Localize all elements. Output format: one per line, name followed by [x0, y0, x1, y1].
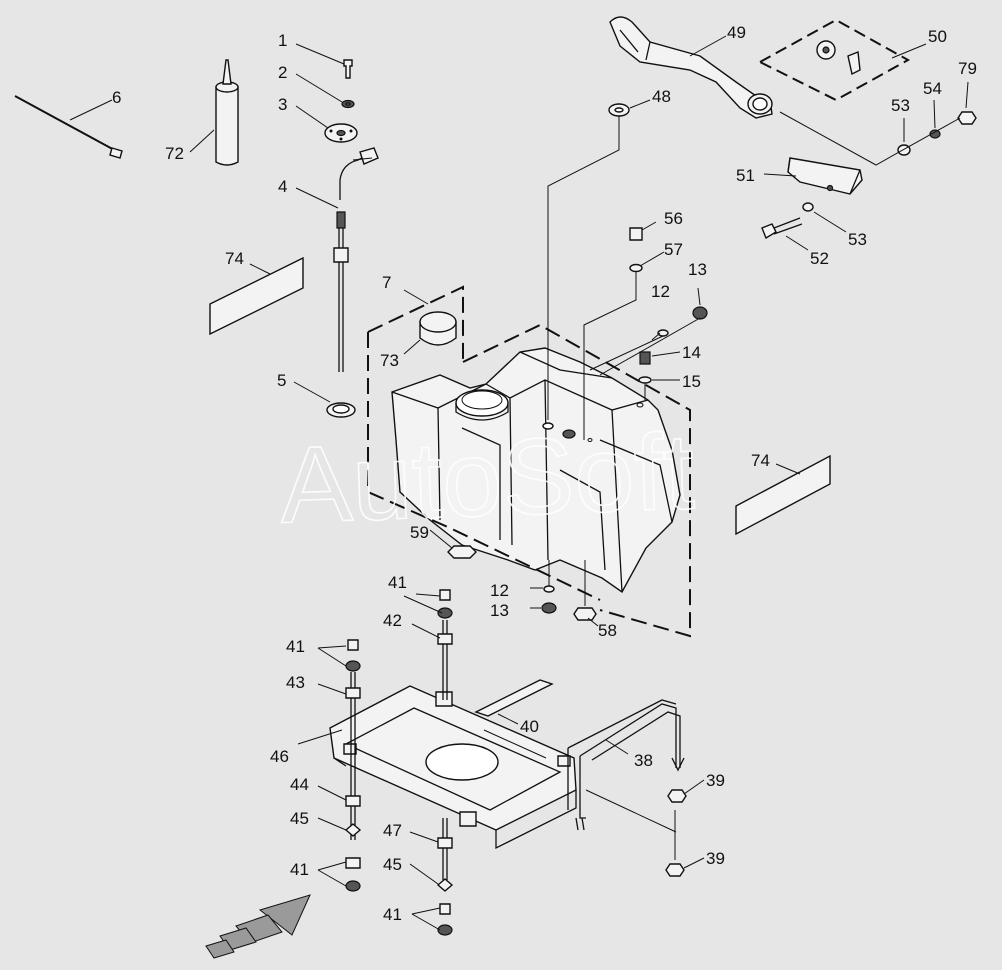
front-direction-arrow-icon	[205, 894, 311, 959]
sender-wire	[352, 157, 373, 161]
watermark-text: AutoSoft	[278, 410, 696, 545]
callout-44: 44	[290, 775, 309, 794]
mounting-tray	[329, 685, 577, 850]
callout-15: 15	[682, 372, 701, 391]
hose-bracket	[787, 157, 863, 195]
nut-79	[957, 111, 977, 125]
washer-57	[629, 263, 643, 273]
callout-58: 58	[598, 621, 617, 640]
callout-49: 49	[727, 23, 746, 42]
callout-labels: 1 2 3 4 5 6 7 12 12 13 13 14 15 38 39 39…	[112, 23, 977, 924]
callout-43: 43	[286, 673, 305, 692]
callout-41-center-bottom: 41	[383, 905, 402, 924]
callout-74-left: 74	[225, 249, 244, 268]
callout-14: 14	[682, 343, 701, 362]
callout-72: 72	[165, 144, 184, 163]
access-cover	[757, 18, 911, 102]
washer-12-lower	[543, 585, 555, 593]
callout-5: 5	[277, 371, 286, 390]
callout-74-right: 74	[751, 451, 770, 470]
callout-73: 73	[380, 351, 399, 370]
callout-3: 3	[278, 95, 287, 114]
callout-51: 51	[736, 166, 755, 185]
callout-59: 59	[410, 523, 429, 542]
lockwasher-54	[929, 129, 941, 139]
fuel-tank	[391, 347, 681, 594]
callout-41-center-top: 41	[388, 573, 407, 592]
callout-40: 40	[520, 717, 539, 736]
callout-13-lower: 13	[490, 601, 509, 620]
nut-59	[447, 545, 477, 559]
callout-41-left-bottom: 41	[290, 860, 309, 879]
callout-12-upper: 12	[651, 282, 670, 301]
callout-7: 7	[382, 273, 391, 292]
callout-46: 46	[270, 747, 289, 766]
nut-13-upper	[692, 306, 708, 320]
filler-hose	[609, 16, 773, 119]
tank-group-outline	[367, 285, 691, 638]
callout-13-upper: 13	[688, 260, 707, 279]
callout-50: 50	[928, 27, 947, 46]
washer-53-lower	[802, 202, 814, 212]
decal-right	[735, 454, 831, 536]
callout-54: 54	[923, 79, 942, 98]
plug-14	[639, 351, 651, 365]
callout-38: 38	[634, 751, 653, 770]
callout-1: 1	[278, 31, 287, 50]
nut-39-lower	[665, 863, 685, 877]
callout-41-left-top: 41	[286, 637, 305, 656]
callout-47: 47	[383, 821, 402, 840]
washer-15	[638, 376, 652, 384]
callout-79: 79	[958, 59, 977, 78]
callout-48: 48	[652, 87, 671, 106]
callout-56: 56	[664, 209, 683, 228]
leader-lines	[69, 35, 969, 931]
callout-45-center: 45	[383, 855, 402, 874]
left-stud-assembly	[344, 639, 362, 892]
nut-58	[573, 607, 597, 621]
tank-strap	[567, 699, 685, 833]
callout-2: 2	[278, 63, 287, 82]
callout-12-lower: 12	[490, 581, 509, 600]
plug-56	[629, 227, 643, 241]
callout-53-lower: 53	[848, 230, 867, 249]
callout-53-upper: 53	[891, 96, 910, 115]
callout-52: 52	[810, 249, 829, 268]
callout-39-upper: 39	[706, 771, 725, 790]
nut-39-upper	[667, 789, 687, 803]
cable-tie	[14, 95, 123, 159]
center-stud-assembly	[436, 589, 454, 936]
pad-40	[474, 679, 554, 717]
decal-left	[209, 256, 304, 336]
callout-6: 6	[112, 88, 121, 107]
callout-45-left: 45	[290, 809, 309, 828]
callout-4: 4	[278, 177, 287, 196]
callout-42: 42	[383, 611, 402, 630]
nut-13-lower	[541, 602, 557, 614]
callout-57: 57	[664, 240, 683, 259]
callout-39-lower: 39	[706, 849, 725, 868]
bolt-52	[761, 217, 803, 240]
vent-line	[547, 116, 620, 420]
sealant-tube	[215, 59, 239, 166]
fuel-cap	[419, 311, 457, 346]
fuel-gauge-sender	[324, 59, 379, 418]
